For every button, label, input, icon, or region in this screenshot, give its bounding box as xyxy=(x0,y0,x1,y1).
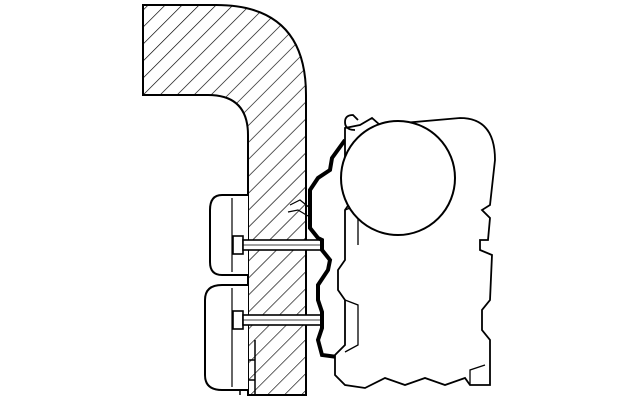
upper-bracket xyxy=(209,194,248,276)
awning-top-hook xyxy=(344,114,359,131)
awning-roller xyxy=(340,120,456,236)
lower-bracket xyxy=(204,284,248,391)
vehicle-wall-section xyxy=(142,4,307,396)
upper-bolt xyxy=(232,235,322,255)
adapter-profile xyxy=(308,138,347,360)
wall-clip xyxy=(287,199,311,217)
